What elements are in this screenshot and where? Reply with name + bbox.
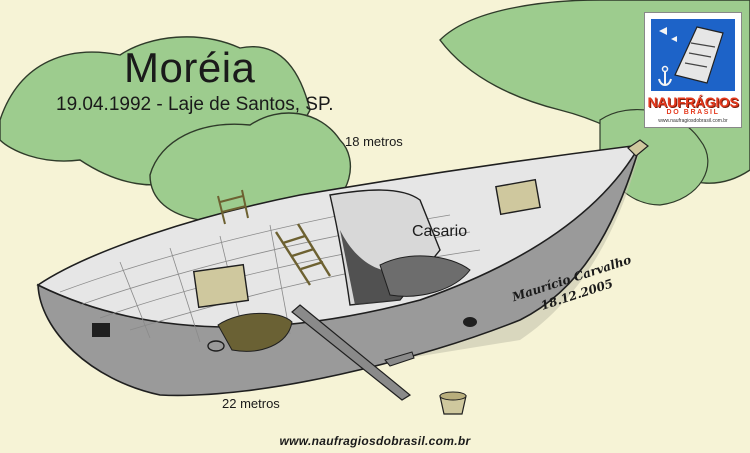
- hatch-bow: [495, 178, 541, 216]
- logo-fish-icon: [659, 27, 677, 42]
- hatch-stern: [92, 323, 110, 337]
- bucket-rim: [439, 391, 467, 401]
- porthole: [207, 340, 225, 352]
- hatch-aft: [192, 263, 250, 309]
- naufragios-logo[interactable]: NAUFRÁGIOS DO BRASIL www.naufragiosdobra…: [644, 12, 742, 128]
- logo-url: www.naufragiosdobrasil.com.br: [658, 118, 728, 124]
- mast-fragment: [384, 351, 415, 367]
- fallen-mast: [291, 304, 412, 401]
- ladder-center: [274, 223, 332, 286]
- ladder-left: [217, 189, 249, 225]
- debris-pile: [379, 255, 471, 297]
- logo-anchor-icon: [658, 71, 672, 86]
- hull-hole: [463, 317, 477, 327]
- depth-label-bottom: 22 metros: [222, 396, 280, 411]
- bow-capstan: [627, 139, 649, 157]
- logo-tagline: DO BRASIL: [666, 109, 720, 116]
- website-link[interactable]: www.naufragiosdobrasil.com.br: [279, 434, 471, 448]
- map-subtitle: 19.04.1992 - Laje de Santos, SP.: [56, 94, 334, 115]
- debris-patch: [217, 312, 293, 352]
- map-title: Moréia: [124, 44, 256, 91]
- logo-emblem: [651, 19, 735, 91]
- area-label-casario: Casario: [412, 223, 468, 240]
- depth-label-top: 18 metros: [345, 134, 403, 149]
- logo-name: NAUFRÁGIOS: [647, 94, 739, 110]
